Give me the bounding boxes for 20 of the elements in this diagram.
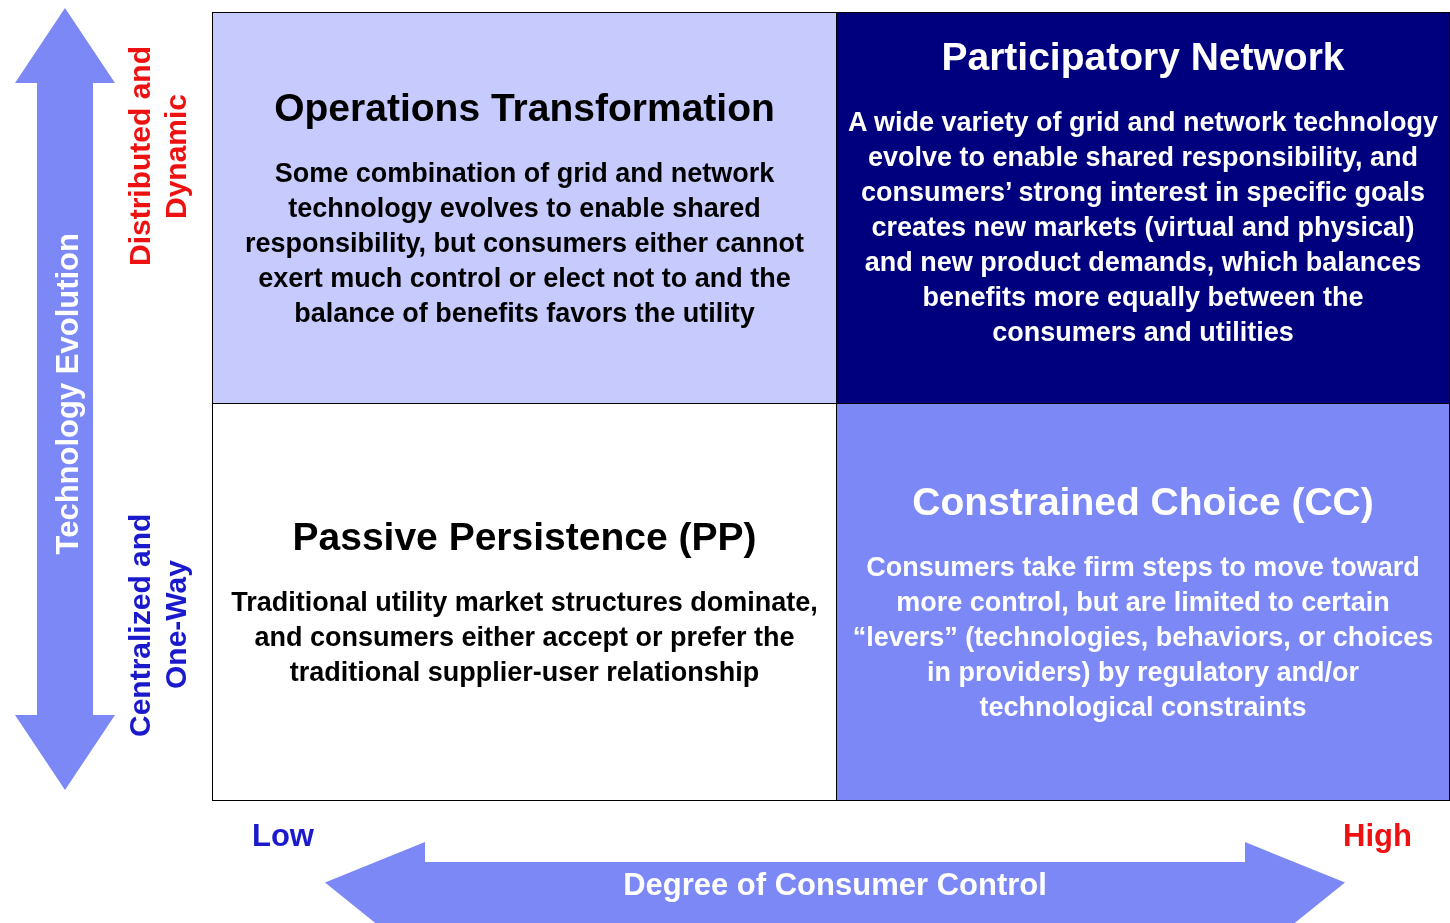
axis-end-label: Centralized and One-Way — [122, 512, 193, 739]
quadrant-heading: Participatory Network — [941, 35, 1345, 79]
quadrant-description: A wide variety of grid and network technology evolve to enable shared responsibility, and consumers’ strong interest in specific goals creates new markets (virtual and physical) and new product demands, which balances benefits more equally between the consumers and utilities — [847, 106, 1439, 349]
quadrant-heading: Operations Transformation — [274, 85, 775, 130]
quadrant-panel — [836, 12, 1450, 404]
quadrant-heading: Constrained Choice (CC) — [912, 479, 1374, 524]
quadrant-description: Traditional utility market structures dominate, and consumers either accept or prefer the traditional supplier-user relationship — [230, 585, 819, 689]
double-arrow — [325, 842, 1345, 923]
axis-title: Degree of Consumer Control — [622, 867, 1048, 903]
axis-title: Technology Evolution — [50, 233, 86, 555]
quadrant-description: Consumers take firm steps to move toward more control, but are limited to certain “levers” (technologies, behaviors, or choices in providers) by regulatory and/or technological constraints — [851, 550, 1435, 724]
scale-label: High — [1343, 818, 1412, 854]
scale-label: Low — [252, 818, 314, 854]
quadrant-heading: Passive Persistence (PP) — [292, 514, 757, 559]
axis-end-label: Distributed and Dynamic — [122, 45, 193, 268]
quadrant-panel — [212, 12, 837, 404]
quadrant-description: Some combination of grid and network technology evolves to enable shared responsibility, but consumers either cannot exert much control or elect not to and the balance of benefits favors the utility — [243, 156, 806, 330]
quadrant-panel — [212, 403, 837, 801]
quadrant-panel — [836, 403, 1450, 801]
double-arrow — [15, 8, 115, 790]
